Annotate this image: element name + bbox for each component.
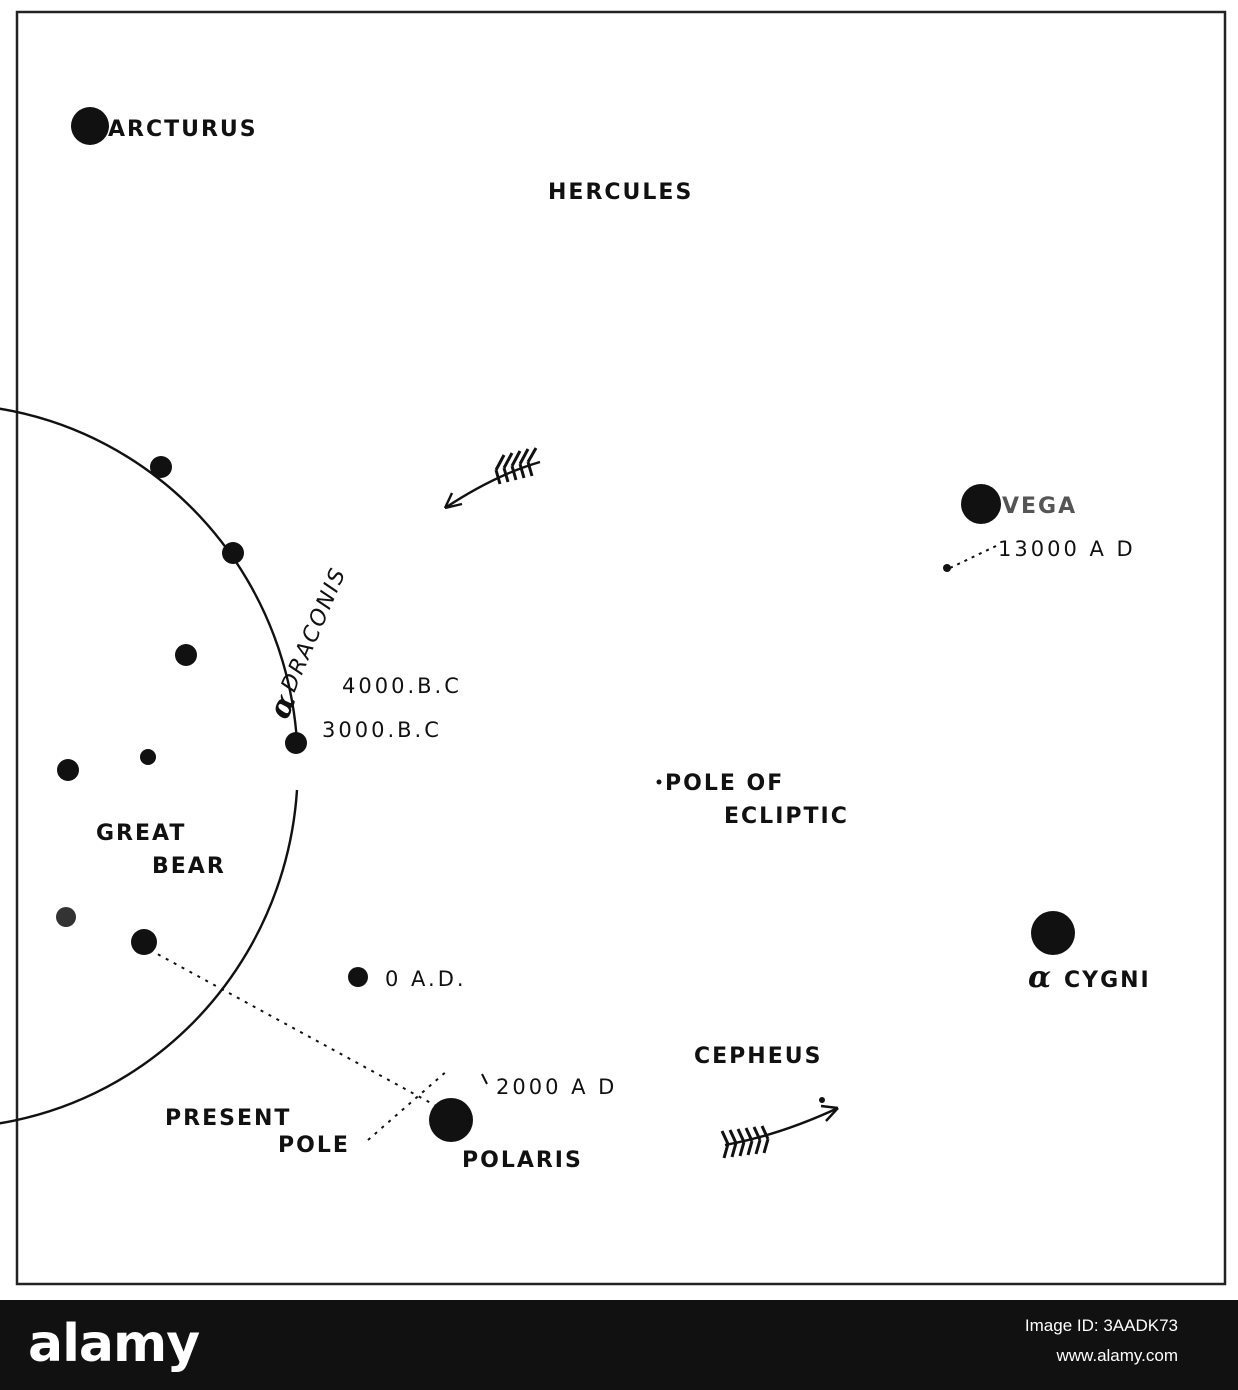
label-arcturus: ARCTURUS xyxy=(108,117,258,142)
label-present-pole-1: PRESENT xyxy=(165,1106,291,1131)
label-hercules: HERCULES xyxy=(548,180,693,205)
marker-13000ad xyxy=(943,564,951,572)
star-great-bear-7 xyxy=(131,929,157,955)
alpha-cygni-greek: α xyxy=(1028,960,1051,995)
watermark-bar: alamy Image ID: 3AADK73 www.alamy.com xyxy=(0,1300,1238,1390)
label-13000ad: 13000 A D xyxy=(998,537,1136,561)
label-pole-of-ecliptic-1: POLE OF xyxy=(665,771,784,796)
marker-pole-of-ecliptic xyxy=(656,779,662,785)
star-great-bear-4 xyxy=(140,749,156,765)
tick-2000ad xyxy=(481,1073,488,1085)
label-pole-of-ecliptic-2: ECLIPTIC xyxy=(724,804,849,829)
star-great-bear-5 xyxy=(57,759,79,781)
label-great-bear-2: BEAR xyxy=(152,854,226,879)
diagram-canvas: ARCTURUS HERCULES VEGA 13000 A D α DRACO… xyxy=(0,10,1227,1286)
marker-0ad xyxy=(348,967,368,987)
star-polaris xyxy=(429,1098,473,1142)
precession-circle xyxy=(0,407,299,1125)
precession-diagram: ARCTURUS HERCULES VEGA 13000 A D α DRACO… xyxy=(0,10,1227,1286)
marker-cepheus xyxy=(819,1097,825,1103)
watermark-url: www.alamy.com xyxy=(1056,1346,1178,1365)
label-2000ad: 2000 A D xyxy=(496,1075,617,1099)
label-polaris: POLARIS xyxy=(462,1148,583,1173)
star-arcturus xyxy=(71,107,109,145)
watermark-image-id: Image ID: 3AADK73 xyxy=(1024,1316,1178,1335)
arrow-lower-icon xyxy=(720,1104,839,1159)
label-present-pole-2: POLE xyxy=(278,1133,350,1158)
label-3000bc: 3000.B.C xyxy=(322,718,442,742)
star-vega xyxy=(961,484,1001,524)
label-0ad: 0 A.D. xyxy=(385,967,467,991)
star-great-bear-6 xyxy=(56,907,76,927)
pointer-line-13000ad xyxy=(949,545,997,569)
arrow-upper-icon xyxy=(443,447,541,510)
star-alpha-cygni xyxy=(1031,911,1075,955)
star-great-bear-2 xyxy=(222,542,244,564)
label-vega: VEGA xyxy=(1002,494,1077,519)
star-alpha-draconis xyxy=(285,732,307,754)
pointer-line-great-bear-polaris xyxy=(149,949,441,1109)
watermark-logo: alamy xyxy=(28,1314,200,1374)
star-great-bear-3 xyxy=(175,644,197,666)
alpha-draconis-name: DRACONIS xyxy=(277,564,352,696)
label-alpha-cygni: CYGNI xyxy=(1064,968,1151,993)
diagram-frame xyxy=(15,10,1227,1286)
label-cepheus: CEPHEUS xyxy=(694,1044,822,1069)
label-great-bear-1: GREAT xyxy=(96,821,186,846)
label-4000bc: 4000.B.C xyxy=(342,674,462,698)
star-great-bear-1 xyxy=(150,456,172,478)
